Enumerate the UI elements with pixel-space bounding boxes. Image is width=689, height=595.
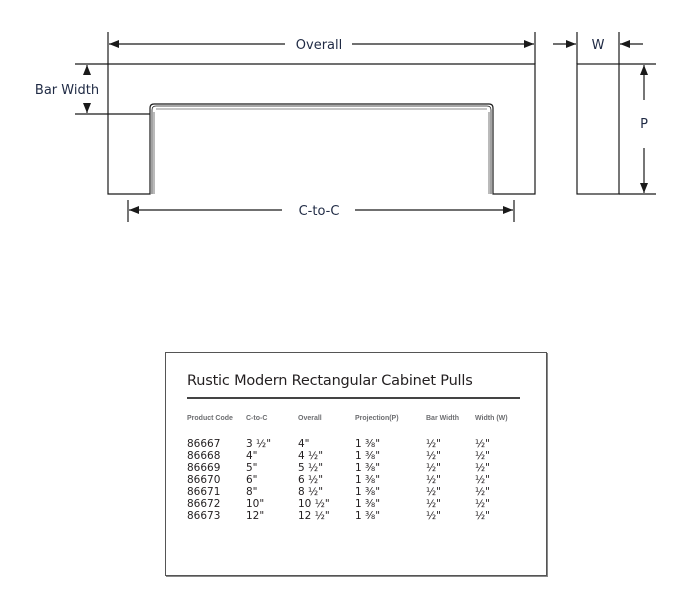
pull-side-view xyxy=(576,63,620,195)
table-row: 86671 8" 8 ½" 1 ⅜" ½" ½" xyxy=(187,486,525,498)
cell-overall: 4" xyxy=(298,438,310,450)
cell-overall: 6 ½" xyxy=(298,474,324,486)
technical-drawing: Overall Bar Width C-to-C W P xyxy=(35,32,656,222)
cell-product-code: 86671 xyxy=(187,486,221,498)
header-row: Product Code C-to-C Overall Projection(P… xyxy=(187,412,525,424)
cell-width: ½" xyxy=(475,462,491,474)
cell-bar-width: ½" xyxy=(426,450,442,462)
header-c-to-c: C-to-C xyxy=(246,414,268,422)
cell-c-to-c: 12" xyxy=(246,510,265,522)
cell-product-code: 86670 xyxy=(187,474,221,486)
cell-bar-width: ½" xyxy=(426,438,442,450)
spacer-cell xyxy=(187,424,525,438)
cell-projection: 1 ⅜" xyxy=(355,510,381,522)
cell-width: ½" xyxy=(475,450,491,462)
cell-bar-width: ½" xyxy=(426,498,442,510)
cell-projection: 1 ⅜" xyxy=(355,438,381,450)
table-row: 86667 3 ½" 4" 1 ⅜" ½" ½" xyxy=(187,438,525,450)
title-divider xyxy=(187,397,520,399)
cell-overall: 5 ½" xyxy=(298,462,324,474)
cell-c-to-c: 5" xyxy=(246,462,258,474)
cell-product-code: 86672 xyxy=(187,498,221,510)
cell-width: ½" xyxy=(475,438,491,450)
header-bar-width: Bar Width xyxy=(426,414,459,422)
cell-overall: 4 ½" xyxy=(298,450,324,462)
cell-bar-width: ½" xyxy=(426,486,442,498)
c-to-c-label: C-to-C xyxy=(299,204,340,219)
header-overall: Overall xyxy=(298,414,322,422)
cell-c-to-c: 6" xyxy=(246,474,258,486)
cell-c-to-c: 4" xyxy=(246,450,258,462)
spec-table-title: Rustic Modern Rectangular Cabinet Pulls xyxy=(187,373,473,389)
table-row: 86670 6" 6 ½" 1 ⅜" ½" ½" xyxy=(187,474,525,486)
table-row: 86669 5" 5 ½" 1 ⅜" ½" ½" xyxy=(187,462,525,474)
spacer-row xyxy=(187,424,525,438)
header-product-code: Product Code xyxy=(187,414,233,422)
cell-product-code: 86668 xyxy=(187,450,221,462)
cell-width: ½" xyxy=(475,474,491,486)
cell-projection: 1 ⅜" xyxy=(355,498,381,510)
width-label: W xyxy=(592,38,605,53)
pull-inner-bevel xyxy=(151,105,492,194)
spec-table-card: Rustic Modern Rectangular Cabinet Pulls … xyxy=(165,352,547,576)
header-projection: Projection(P) xyxy=(355,414,399,422)
cell-c-to-c: 10" xyxy=(246,498,265,510)
cell-bar-width: ½" xyxy=(426,510,442,522)
header-width: Width (W) xyxy=(475,414,508,422)
pull-front-outline xyxy=(107,63,536,195)
cell-product-code: 86669 xyxy=(187,462,221,474)
table-row: 86668 4" 4 ½" 1 ⅜" ½" ½" xyxy=(187,450,525,462)
cell-c-to-c: 8" xyxy=(246,486,258,498)
table-row: 86673 12" 12 ½" 1 ⅜" ½" ½" xyxy=(187,510,525,522)
cell-width: ½" xyxy=(475,498,491,510)
bar-width-label: Bar Width xyxy=(35,83,99,98)
cell-overall: 10 ½" xyxy=(298,498,330,510)
cell-bar-width: ½" xyxy=(426,474,442,486)
cell-projection: 1 ⅜" xyxy=(355,486,381,498)
projection-label: P xyxy=(640,117,648,132)
cell-overall: 8 ½" xyxy=(298,486,324,498)
cell-width: ½" xyxy=(475,486,491,498)
cell-product-code: 86667 xyxy=(187,438,221,450)
cell-projection: 1 ⅜" xyxy=(355,474,381,486)
cell-projection: 1 ⅜" xyxy=(355,450,381,462)
cell-projection: 1 ⅜" xyxy=(355,462,381,474)
cell-bar-width: ½" xyxy=(426,462,442,474)
cell-product-code: 86673 xyxy=(187,510,221,522)
cell-overall: 12 ½" xyxy=(298,510,330,522)
cell-width: ½" xyxy=(475,510,491,522)
table-row: 86672 10" 10 ½" 1 ⅜" ½" ½" xyxy=(187,498,525,510)
overall-label: Overall xyxy=(296,38,342,53)
spec-table: Product Code C-to-C Overall Projection(P… xyxy=(187,412,525,523)
cell-c-to-c: 3 ½" xyxy=(246,438,272,450)
